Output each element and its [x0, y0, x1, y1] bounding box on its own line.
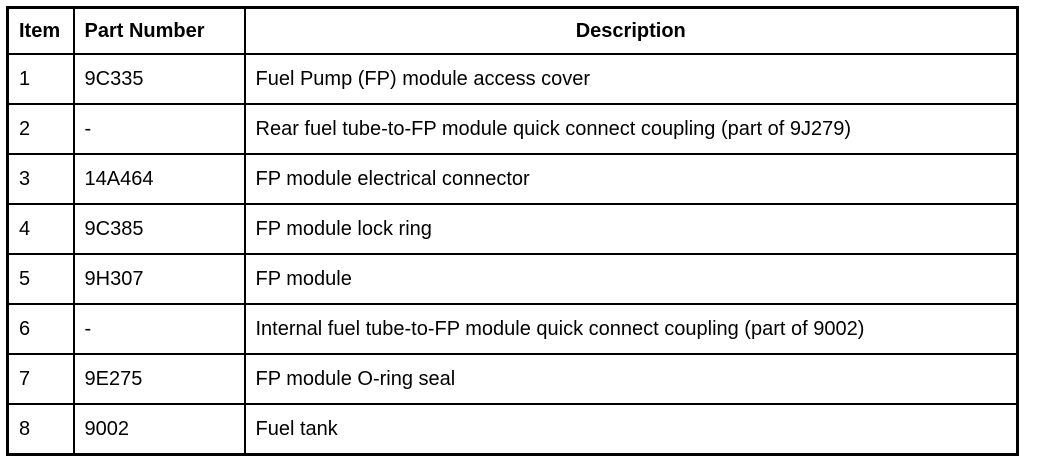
cell-description: Fuel Pump (FP) module access cover: [243, 53, 1019, 105]
cell-item: 2: [6, 103, 75, 155]
cell-part-number: 9C335: [72, 53, 246, 105]
cell-item: 5: [6, 253, 75, 305]
cell-description: FP module: [243, 253, 1019, 305]
cell-item: 1: [6, 53, 75, 105]
column-header-part-number: Part Number: [72, 6, 246, 55]
cell-part-number: -: [72, 303, 246, 355]
cell-description: Internal fuel tube-to-FP module quick co…: [243, 303, 1019, 355]
cell-description: FP module electrical connector: [243, 153, 1019, 205]
cell-part-number: 9C385: [72, 203, 246, 255]
cell-description: Fuel tank: [243, 403, 1019, 456]
cell-item: 8: [6, 403, 75, 456]
cell-description: Rear fuel tube-to-FP module quick connec…: [243, 103, 1019, 155]
table-row: 2-Rear fuel tube-to-FP module quick conn…: [6, 103, 1019, 155]
cell-part-number: -: [72, 103, 246, 155]
table-header-row: Item Part Number Description: [6, 6, 1019, 55]
cell-item: 3: [6, 153, 75, 205]
cell-description: FP module lock ring: [243, 203, 1019, 255]
cell-part-number: 9H307: [72, 253, 246, 305]
cell-item: 6: [6, 303, 75, 355]
cell-part-number: 9E275: [72, 353, 246, 405]
cell-part-number: 9002: [72, 403, 246, 456]
column-header-description: Description: [243, 6, 1019, 55]
table-header: Item Part Number Description: [6, 6, 1019, 55]
cell-item: 4: [6, 203, 75, 255]
cell-description: FP module O-ring seal: [243, 353, 1019, 405]
table-row: 6-Internal fuel tube-to-FP module quick …: [6, 303, 1019, 355]
cell-item: 7: [6, 353, 75, 405]
cell-part-number: 14A464: [72, 153, 246, 205]
column-header-item: Item: [6, 6, 75, 55]
